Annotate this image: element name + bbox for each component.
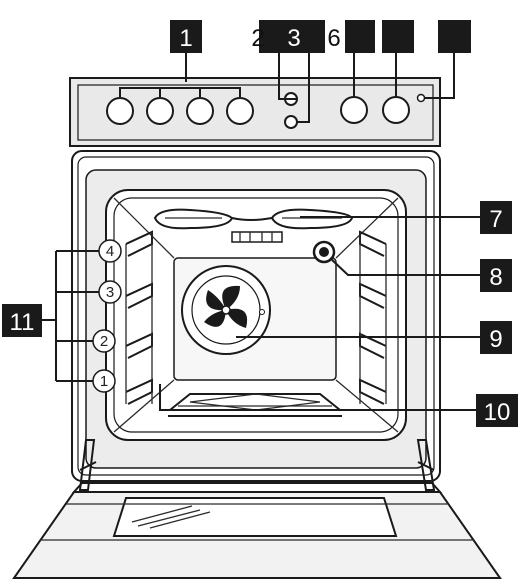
svg-text:4: 4 <box>106 243 114 260</box>
svg-text:6: 6 <box>327 25 340 52</box>
svg-text:1: 1 <box>179 25 192 52</box>
svg-text:7: 7 <box>489 206 502 233</box>
indicator-lamp-bottom <box>284 115 298 129</box>
callout-3: 3 <box>279 20 309 53</box>
svg-text:9: 9 <box>489 326 502 353</box>
top-leader-lines <box>119 53 455 123</box>
knob-4 <box>226 97 254 125</box>
callout-blank <box>438 20 471 53</box>
callout-4 <box>345 20 375 53</box>
svg-text:3: 3 <box>287 25 300 52</box>
callout-8: 8 <box>329 257 512 292</box>
svg-text:2: 2 <box>251 25 264 52</box>
svg-text:1: 1 <box>100 373 108 390</box>
fan-icon <box>204 285 248 328</box>
left-shelf-runners <box>125 230 153 405</box>
knob-1 <box>106 97 134 125</box>
shelf-level-2: 2 <box>92 329 116 353</box>
shelf-level-3: 3 <box>98 280 122 304</box>
knob-3 <box>186 97 214 125</box>
callout-10: 10 <box>159 384 518 427</box>
svg-text:3: 3 <box>106 284 114 301</box>
callout-2: 2 <box>243 20 279 53</box>
callout-9: 9 <box>236 321 512 354</box>
svg-text:8: 8 <box>489 264 502 291</box>
oven-lamp <box>312 240 336 264</box>
oven-knob-right <box>382 96 410 124</box>
callout-5 <box>382 20 414 53</box>
shelf-level-4: 4 <box>98 239 122 263</box>
oven-knob-left <box>340 96 368 124</box>
callout-1: 1 <box>170 20 202 53</box>
callout-6: 6 <box>309 20 345 53</box>
shelf-level-markers: 4 3 2 1 <box>92 239 122 393</box>
oven-door <box>12 439 502 579</box>
knob-2 <box>146 97 174 125</box>
svg-text:2: 2 <box>100 333 108 350</box>
svg-text:11: 11 <box>10 309 35 336</box>
callout-11: 11 <box>2 250 99 382</box>
callout-7: 7 <box>300 201 512 234</box>
small-indicator-light <box>416 93 426 103</box>
shelf-level-1: 1 <box>92 369 116 393</box>
fan-cover <box>181 265 271 355</box>
right-shelf-runners <box>359 230 387 405</box>
svg-text:10: 10 <box>484 399 511 426</box>
